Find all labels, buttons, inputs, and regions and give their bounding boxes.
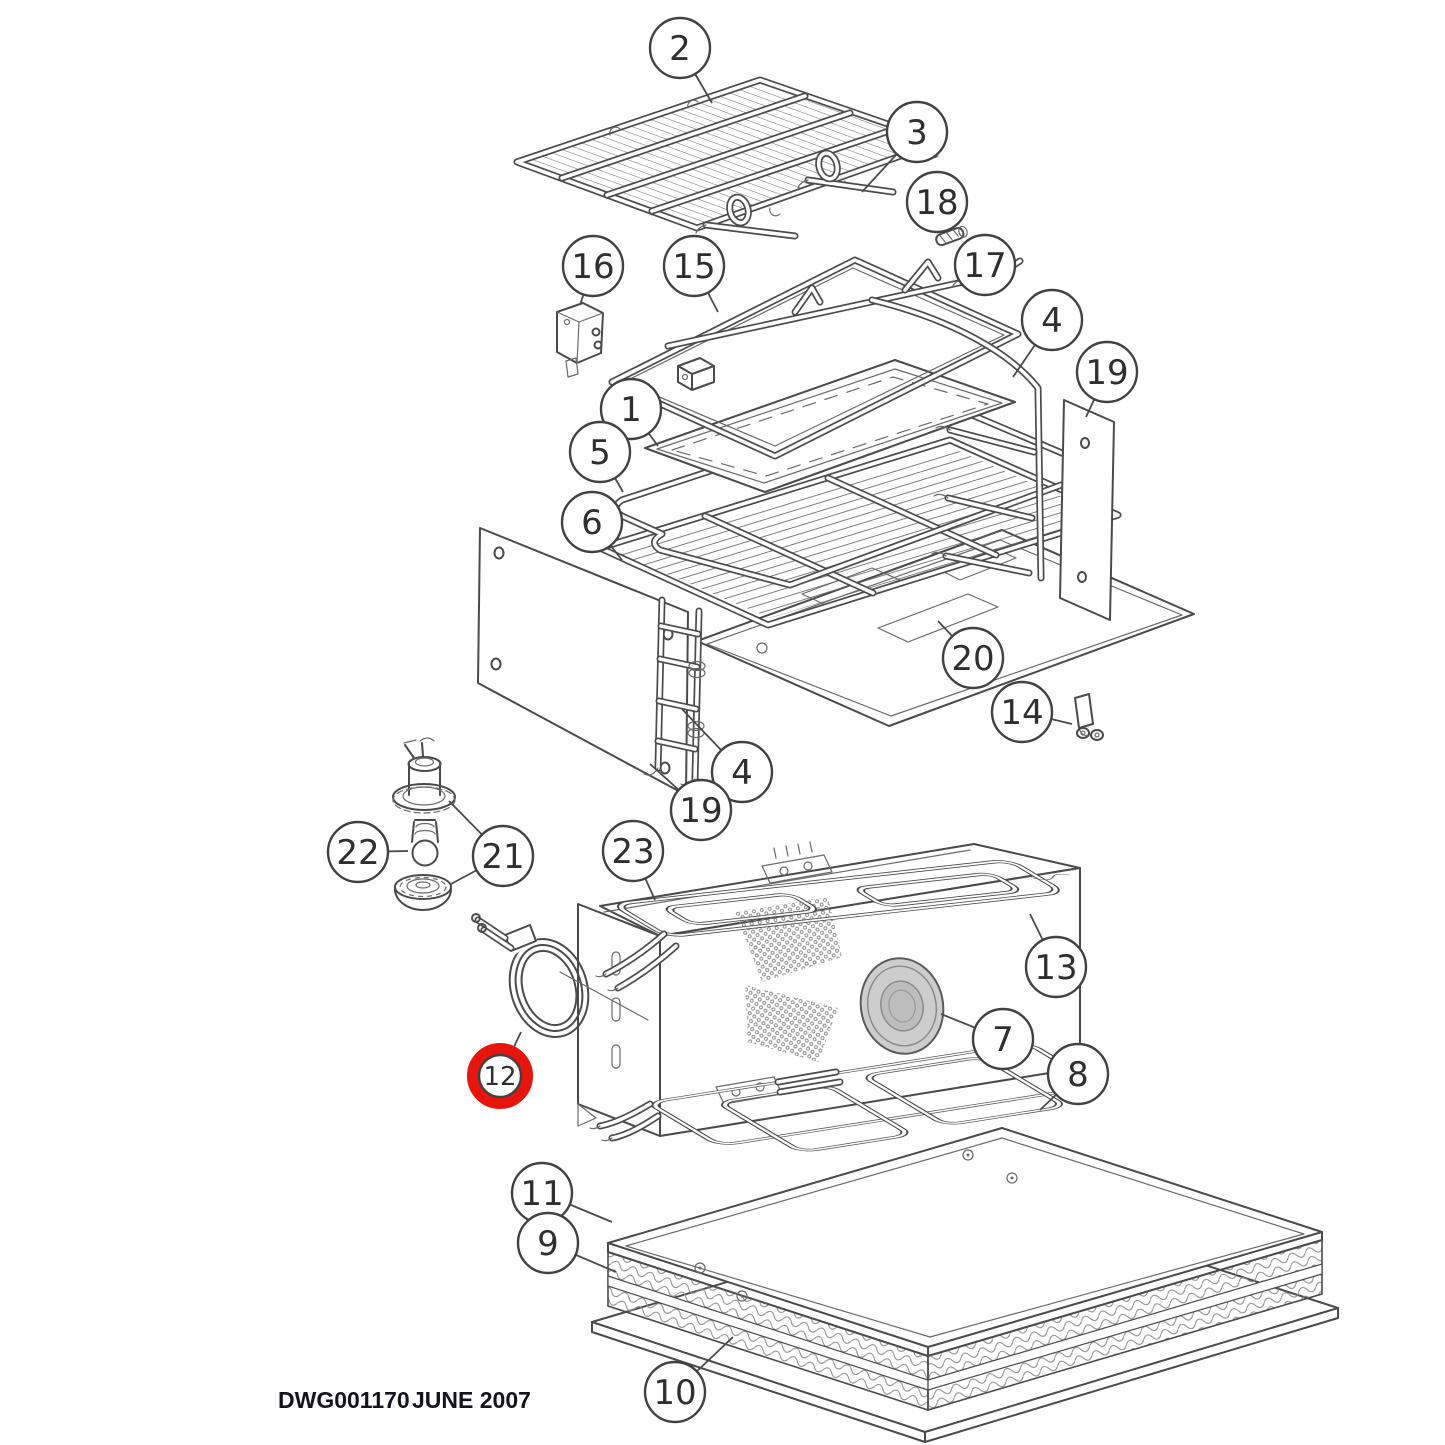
svg-text:20: 20: [951, 639, 994, 679]
part-16-thermostat-switch: [556, 302, 604, 378]
svg-text:19: 19: [679, 791, 722, 831]
callout-16[interactable]: 16: [561, 234, 625, 306]
callout-20[interactable]: 20: [937, 620, 1005, 690]
callout-3[interactable]: 3: [861, 100, 949, 193]
svg-text:6: 6: [581, 503, 603, 543]
callout-8[interactable]: 8: [1039, 1042, 1110, 1111]
svg-text:8: 8: [1067, 1055, 1089, 1095]
callout-4[interactable]: 4: [1012, 288, 1084, 378]
part-12-circular-element: [471, 913, 649, 1038]
drawing-number: DWG001170: [278, 1387, 410, 1413]
svg-text:3: 3: [906, 113, 928, 153]
part-18-spit-handle: [935, 225, 968, 247]
part-11-element-tray: [607, 1127, 1323, 1357]
drawing-date: JUNE 2007: [412, 1387, 531, 1413]
callout-19[interactable]: 19: [649, 763, 733, 842]
callout-21[interactable]: 21: [448, 800, 535, 888]
part-21-lamp-holder-and-glass: [392, 737, 456, 911]
svg-text:19: 19: [1085, 353, 1128, 393]
svg-text:7: 7: [992, 1020, 1014, 1060]
callout-15[interactable]: 15: [662, 234, 726, 313]
part-4-shelf-rail-right: [868, 296, 1045, 582]
svg-text:13: 13: [1034, 948, 1077, 988]
svg-text:16: 16: [571, 247, 614, 287]
part-7-fan-cover-plate: [859, 957, 945, 1055]
callout-17[interactable]: 17: [953, 233, 1017, 297]
callout-13[interactable]: 13: [1024, 913, 1088, 999]
svg-text:12: 12: [483, 1062, 516, 1092]
callout-22[interactable]: 22: [326, 820, 409, 884]
part-22-lamp-bulb: [411, 819, 439, 867]
svg-text:22: 22: [336, 833, 379, 873]
callout-11[interactable]: 11: [510, 1161, 613, 1225]
callout-12-highlighted[interactable]: 12: [467, 1031, 533, 1109]
callout-6[interactable]: 6: [560, 490, 624, 561]
callout-4[interactable]: 4: [681, 708, 774, 804]
svg-text:4: 4: [1041, 301, 1063, 341]
callout-10[interactable]: 10: [643, 1336, 734, 1424]
svg-text:17: 17: [963, 246, 1006, 286]
part-9-insulation: [607, 1238, 1323, 1412]
svg-text:9: 9: [537, 1224, 559, 1264]
callout-9[interactable]: 9: [516, 1211, 617, 1275]
part-14-retaining-clip: [1074, 693, 1104, 741]
svg-text:11: 11: [520, 1174, 563, 1214]
part-6-wire-shelf: [596, 436, 1122, 629]
part-15-grill-pan-frame: [608, 256, 1022, 460]
part-4-shelf-rail-left: [643, 596, 706, 787]
svg-text:21: 21: [481, 837, 524, 877]
svg-text:14: 14: [1000, 693, 1043, 733]
svg-text:23: 23: [611, 832, 654, 872]
part-19-side-panel-right: [1059, 399, 1115, 621]
callout-1[interactable]: 1: [599, 377, 663, 447]
callout-7[interactable]: 7: [940, 1007, 1035, 1071]
part-3-rack-feet: [695, 149, 897, 240]
part-13-top-heating-element: [595, 860, 1070, 992]
svg-text:1: 1: [620, 390, 642, 430]
callout-14[interactable]: 14: [990, 680, 1073, 744]
svg-text:2: 2: [669, 29, 691, 69]
svg-text:5: 5: [589, 433, 611, 473]
callout-19[interactable]: 19: [1075, 340, 1139, 418]
svg-text:15: 15: [672, 247, 715, 287]
svg-text:4: 4: [731, 753, 753, 793]
callout-5[interactable]: 5: [568, 420, 632, 493]
callout-23[interactable]: 23: [601, 819, 665, 901]
part-23-element-liner-panel: [577, 841, 1081, 1137]
svg-text:10: 10: [653, 1373, 696, 1413]
svg-text:18: 18: [915, 183, 958, 223]
callout-18[interactable]: 18: [905, 170, 969, 234]
callout-2[interactable]: 2: [648, 16, 713, 104]
